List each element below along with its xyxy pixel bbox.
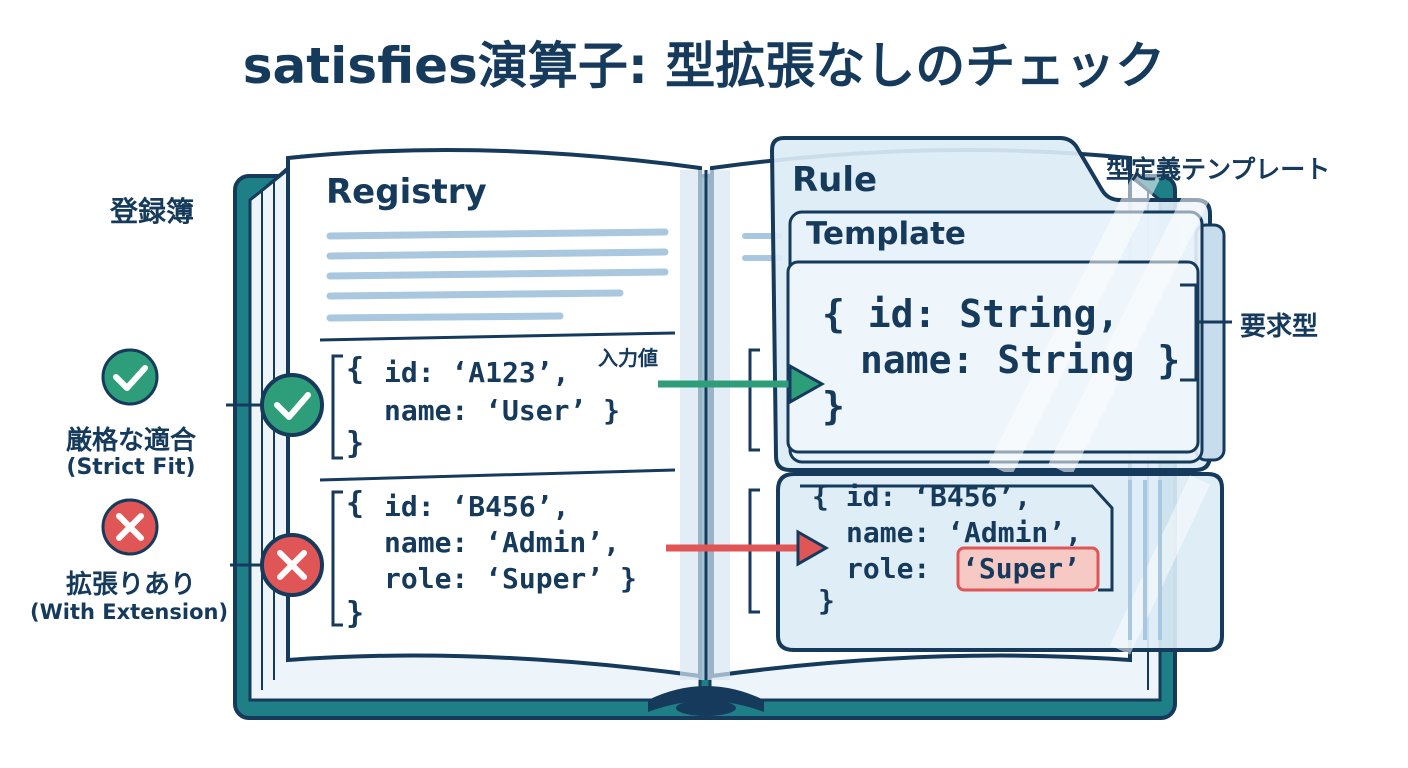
super-highlight bbox=[956, 546, 1100, 592]
extension-label: 拡張りあり bbox=[65, 570, 196, 600]
entry2-close-brace: } bbox=[346, 596, 365, 631]
registry-text-lines bbox=[326, 228, 669, 322]
template-label: 型定義テンプレート bbox=[1106, 155, 1331, 184]
template-heading: Template bbox=[806, 216, 966, 252]
overflow-line2: name: ‘Admin’, bbox=[846, 516, 1083, 549]
entry2-open-brace: { bbox=[346, 486, 365, 521]
entry1-open-brace: { bbox=[346, 352, 365, 387]
arrow-red-head bbox=[796, 529, 830, 567]
entry1-close-brace: } bbox=[346, 426, 365, 461]
required-type-label: 要求型 bbox=[1240, 312, 1319, 342]
input-value-label: 入力値 bbox=[598, 346, 658, 370]
overflow-close-brace: } bbox=[818, 584, 835, 617]
rule-line1: { id: String, bbox=[822, 292, 1120, 336]
entry2-line3: role: ‘Super’ } bbox=[384, 562, 637, 595]
entry2-line1: id: ‘B456’, bbox=[384, 490, 570, 523]
entry1-line2: name: ‘User’ } bbox=[384, 394, 621, 427]
entry2-line2: name: ‘Admin’, bbox=[384, 526, 621, 559]
cross-icon bbox=[260, 533, 324, 597]
overflow-line3-value: ‘Super’ bbox=[962, 552, 1081, 585]
strict-fit-sublabel: (Strict Fit) bbox=[66, 455, 196, 480]
overflow-line3-key: role: bbox=[846, 552, 931, 585]
rule-tab-label: Rule bbox=[792, 160, 878, 200]
rule-close-brace: } bbox=[822, 384, 845, 428]
check-icon bbox=[101, 348, 159, 406]
rule-line2: name: String } bbox=[860, 338, 1181, 382]
check-icon bbox=[260, 373, 324, 437]
arrow-green-head bbox=[788, 363, 826, 405]
registry-label: 登録簿 bbox=[110, 195, 195, 228]
strict-fit-label: 厳格な適合 bbox=[65, 426, 196, 456]
page-title: satisfies演算子: 型拡張なしのチェック bbox=[242, 37, 1166, 95]
left-page bbox=[286, 148, 702, 679]
registry-heading: Registry bbox=[326, 172, 487, 212]
entry1-line1: id: ‘A123’, bbox=[384, 356, 570, 389]
cross-icon bbox=[101, 498, 159, 556]
extension-sublabel: (With Extension) bbox=[30, 600, 229, 624]
overflow-line1: { id: ‘B456’, bbox=[812, 480, 1032, 513]
